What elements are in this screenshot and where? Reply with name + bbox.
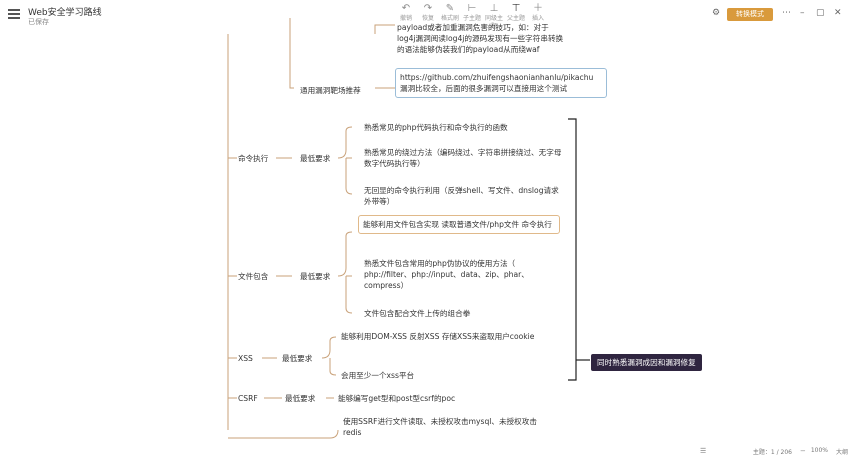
file-item-upload-combo[interactable]: 文件包含配合文件上传的组合拳 <box>364 309 471 318</box>
topic-command-execution[interactable]: 命令执行 <box>238 154 269 163</box>
topic-csrf[interactable]: CSRF <box>238 394 258 403</box>
toolbar: Web安全学习路线 已保存 ↶撤销 ↷恢复 ✎格式刷 ⊢子主题 ⊥同级主题 ⊤父… <box>0 0 854 34</box>
save-status: 已保存 <box>28 18 49 26</box>
sibling-topic-button[interactable]: ⊥同级主题 <box>484 3 503 30</box>
cmd-item-functions[interactable]: 熟悉常见的php代码执行和命令执行的函数 <box>364 123 508 132</box>
document-title[interactable]: Web安全学习路线 <box>28 8 102 18</box>
outline-icon[interactable]: ☰ <box>700 447 707 455</box>
format-brush-button[interactable]: ✎格式刷 <box>440 3 459 22</box>
summary-bracket <box>568 118 577 381</box>
requirement-file-inclusion[interactable]: 最低要求 <box>300 272 331 281</box>
status-bar: ☰ 主题：1 / 206 − 100% 大纲 <box>0 446 854 458</box>
parent-topic-icon: ⊤ <box>511 3 521 14</box>
maximize-icon[interactable]: ▢ <box>816 8 825 18</box>
ssrf-item-usage[interactable]: 使用SSRF进行文件读取、未授权攻击mysql、未授权攻击redis <box>343 417 537 437</box>
close-icon[interactable]: ✕ <box>834 8 842 18</box>
file-item-wrappers[interactable]: 熟悉文件包含常用的php伪协议的使用方法（ php://filter、php:/… <box>364 259 529 290</box>
xss-item-cookie[interactable]: 能够利用DOM-XSS 反射XSS 存储XSS来盗取用户cookie <box>341 332 535 341</box>
topic-count: 主题：1 / 206 <box>752 449 792 456</box>
settings-icon[interactable]: ⚙ <box>712 8 721 18</box>
range-branch <box>289 34 294 89</box>
requirement-command-execution[interactable]: 最低要求 <box>300 154 331 163</box>
exploit-tips-text[interactable]: payload或者加重漏洞危害的技巧，如：对于 log4j漏洞阅读log4j的源… <box>397 23 564 54</box>
redo-button[interactable]: ↷恢复 <box>418 3 438 27</box>
child-topic-button[interactable]: ⊢子主题 <box>462 3 481 22</box>
more-icon[interactable]: ⋯ <box>782 8 791 18</box>
topic-xss[interactable]: XSS <box>238 354 253 363</box>
parent-topic-button[interactable]: ⊤父主题 <box>506 3 525 22</box>
pikachu-range-note[interactable]: https://github.com/zhuifengshaonianhanlu… <box>395 68 607 98</box>
format-brush-icon: ✎ <box>445 3 455 14</box>
child-topic-icon: ⊢ <box>467 3 477 14</box>
zoom-level[interactable]: 100% <box>810 447 828 454</box>
cmd-item-bypass[interactable]: 熟悉常见的绕过方法（编码绕过、字符串拼接绕过、无字母数字代码执行等） <box>364 148 562 168</box>
undo-icon: ↶ <box>401 3 411 14</box>
minimize-icon[interactable]: – <box>800 8 805 18</box>
requirement-csrf[interactable]: 最低要求 <box>285 394 316 403</box>
menu-icon[interactable] <box>8 9 20 19</box>
summary-node[interactable]: 同时熟悉漏洞成因和漏洞修复 <box>591 354 702 371</box>
undo-button[interactable]: ↶撤销 <box>396 3 416 27</box>
zoom-out-icon[interactable]: − <box>800 447 806 455</box>
topic-file-inclusion[interactable]: 文件包含 <box>238 272 269 281</box>
xss-item-platform[interactable]: 会用至少一个xss平台 <box>341 371 415 380</box>
insert-icon: ＋ <box>533 3 543 14</box>
file-item-read[interactable]: 能够利用文件包含实现 读取普通文件/php文件 命令执行 <box>358 215 560 234</box>
sibling-topic-icon: ⊥ <box>489 3 499 14</box>
mode-switch-button[interactable]: 转换模式 <box>727 8 773 21</box>
topic-range-recommendation[interactable]: 通用漏洞靶场推荐 <box>300 86 361 95</box>
redo-icon: ↷ <box>423 3 433 14</box>
csrf-item-poc[interactable]: 能够编写get型和post型csrf的poc <box>338 394 456 403</box>
insert-button[interactable]: ＋插入 <box>528 3 548 27</box>
requirement-xss[interactable]: 最低要求 <box>282 354 313 363</box>
view-mode-label[interactable]: 大纲 <box>835 449 848 456</box>
cmd-item-no-echo[interactable]: 无回显的命令执行利用（反弹shell、写文件、dnslog请求外带等） <box>364 186 559 206</box>
